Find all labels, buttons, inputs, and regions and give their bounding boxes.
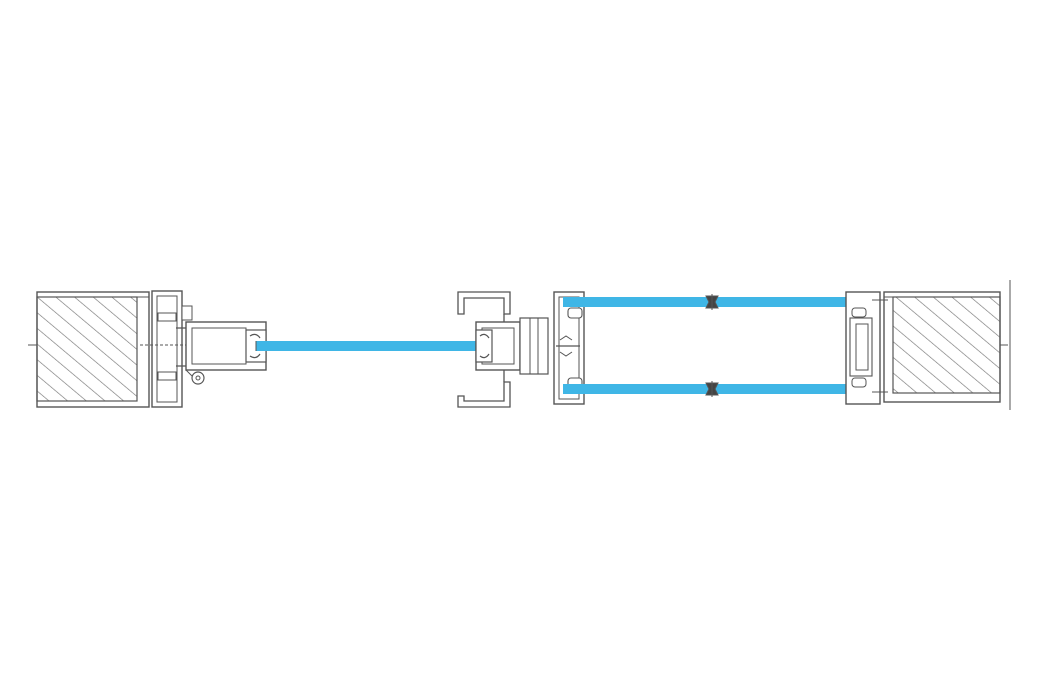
wall-right bbox=[883, 280, 1011, 410]
spacer-outer bbox=[705, 294, 719, 310]
spacer-inner bbox=[705, 381, 719, 397]
door-handle bbox=[457, 291, 511, 408]
wall-left bbox=[28, 291, 150, 408]
frame-far-right bbox=[845, 291, 888, 405]
sash-center bbox=[475, 317, 549, 375]
frame-left bbox=[140, 290, 196, 408]
glass-single bbox=[255, 341, 488, 351]
sash-left bbox=[185, 321, 267, 385]
